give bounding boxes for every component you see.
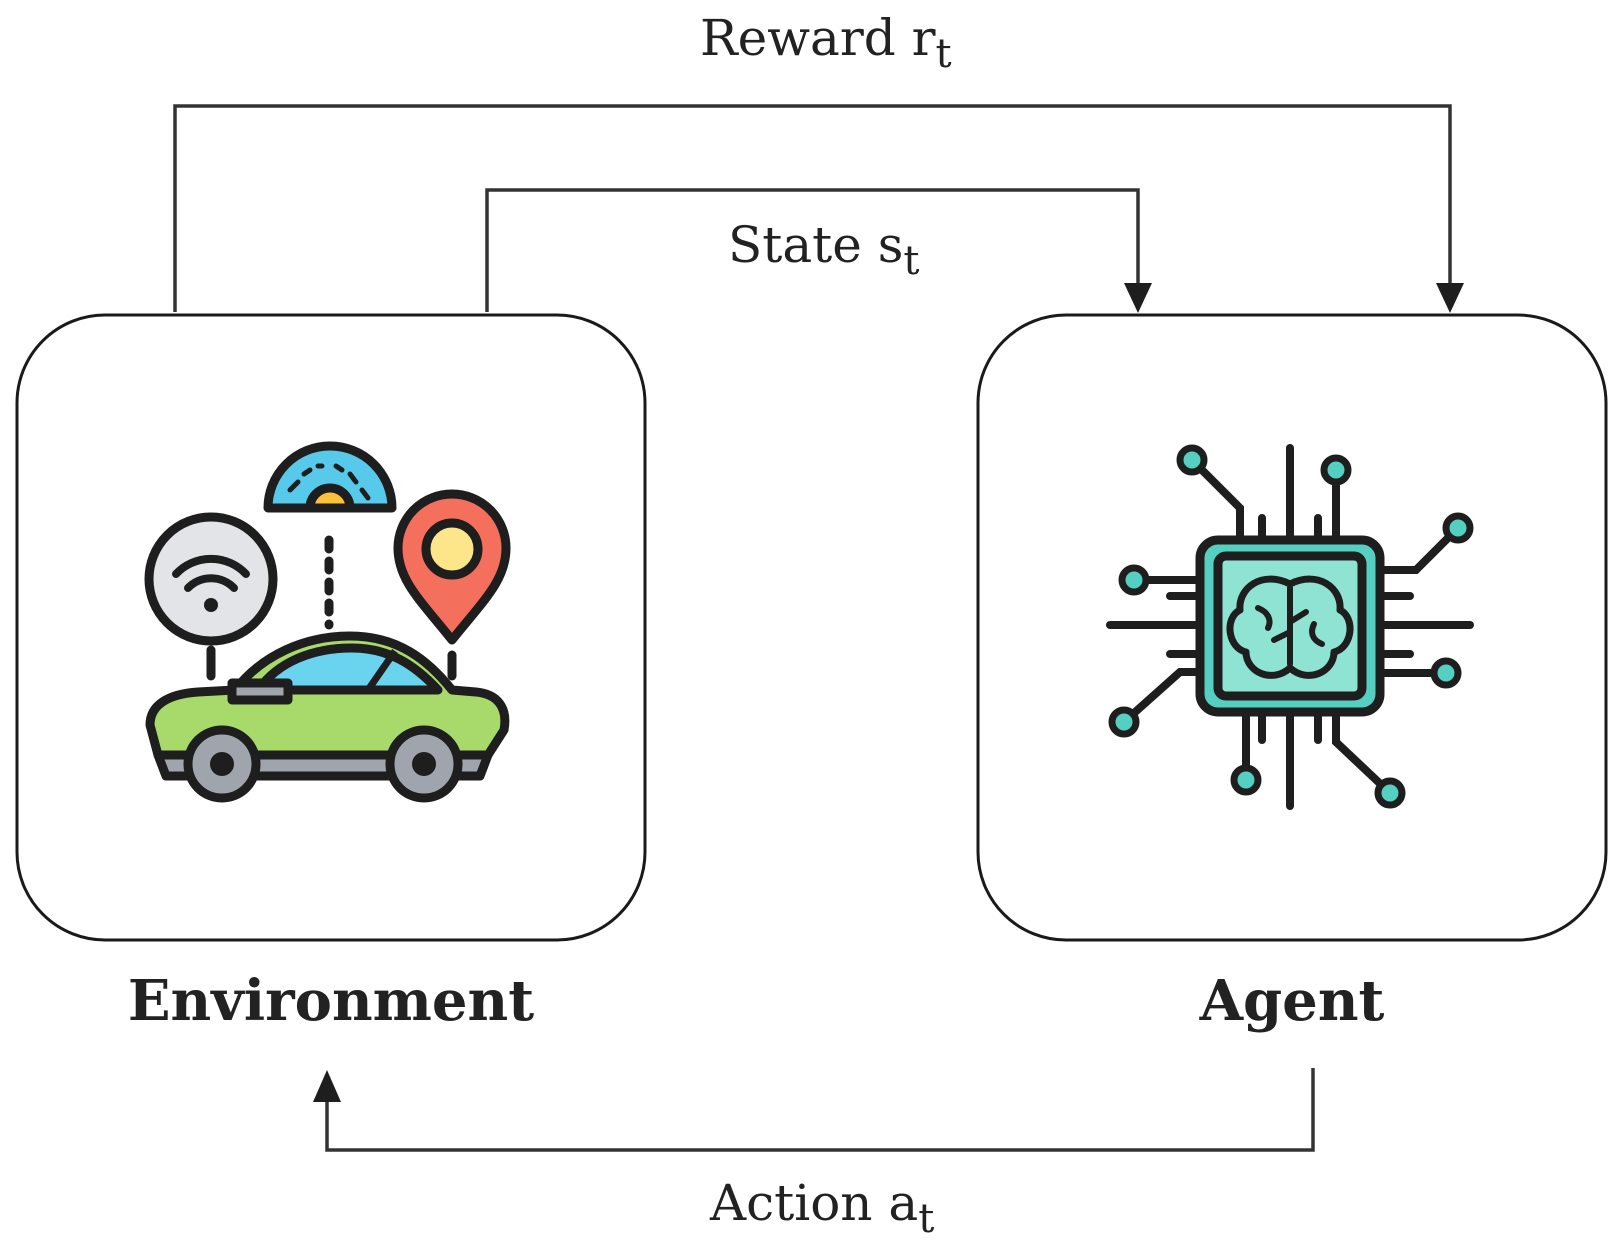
agent-label: Agent: [1199, 968, 1385, 1034]
reward-label: Reward rt: [700, 9, 952, 77]
car-icon: [145, 631, 510, 803]
state-label: State st: [728, 216, 919, 284]
reward-edge: Reward rt: [173, 9, 1464, 313]
action-label: Action at: [709, 1174, 934, 1242]
reward-arrowhead: [1436, 283, 1464, 313]
state-arrow: [485, 188, 1140, 312]
action-edge: Action at: [313, 1068, 1315, 1242]
environment-label: Environment: [128, 968, 534, 1034]
action-arrow: [325, 1068, 1315, 1152]
autonomous-car-icon: [144, 441, 511, 803]
wifi-icon: [144, 512, 278, 681]
state-arrowhead: [1124, 283, 1152, 313]
reward-arrow: [173, 104, 1452, 312]
location-pin-icon: [393, 489, 511, 681]
action-arrowhead: [313, 1070, 341, 1102]
state-edge: State st: [485, 188, 1152, 313]
environment-node: Environment: [15, 313, 647, 1034]
agent-node: Agent: [976, 313, 1608, 1034]
ai-brain-chip-icon: [1106, 444, 1474, 810]
speedometer-icon: [263, 441, 397, 513]
